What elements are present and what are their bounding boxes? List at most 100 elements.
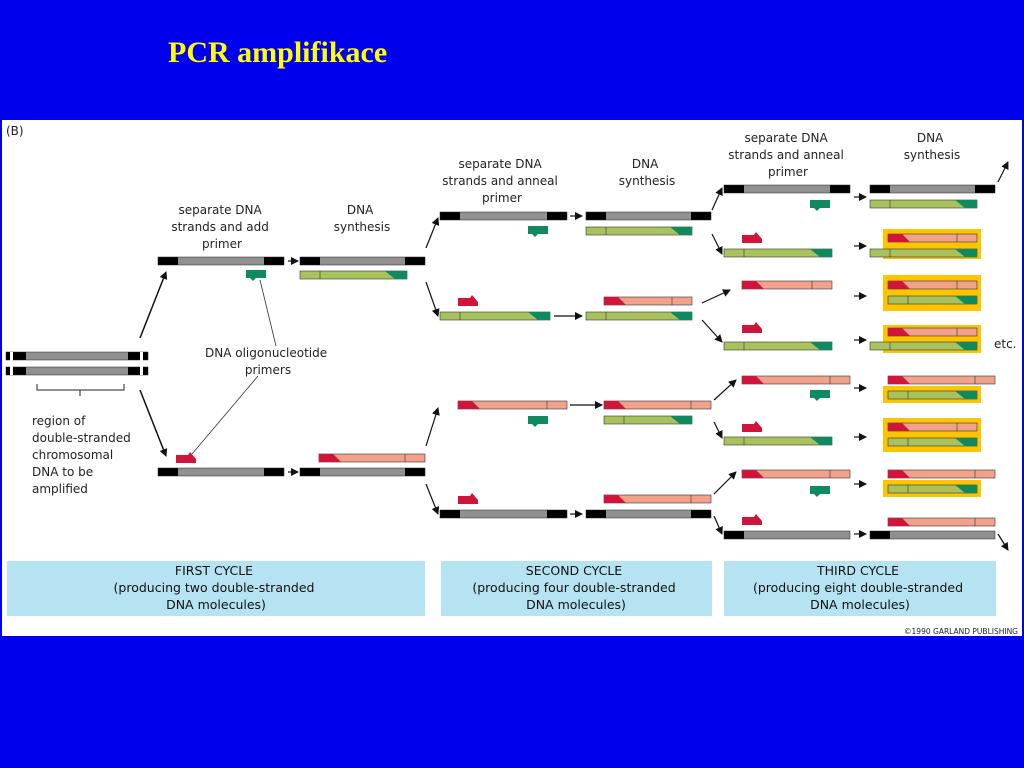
primer-segment <box>955 342 977 350</box>
strand-segment <box>158 257 284 265</box>
strand-segment <box>724 531 744 539</box>
strand-segment <box>300 468 425 476</box>
new-strand <box>723 341 833 351</box>
primer-segment <box>742 376 764 384</box>
strand-segment <box>547 212 567 220</box>
flow-arrow <box>713 471 737 495</box>
new-strand <box>869 248 978 258</box>
strand-segment <box>300 257 425 265</box>
flow-arrow <box>711 187 723 211</box>
strand-outline <box>723 530 851 540</box>
strand-outline <box>439 509 568 519</box>
new-strand <box>887 280 978 290</box>
new-strand <box>585 311 693 321</box>
template-strand <box>585 509 712 519</box>
slide-title: PCR amplifikace <box>168 36 388 69</box>
free-primer-red <box>742 322 762 333</box>
flow-arrow <box>425 483 440 515</box>
template-strand <box>439 509 568 519</box>
chromosome-break <box>140 352 143 375</box>
new-strand <box>869 199 978 209</box>
primer-segment <box>955 296 977 304</box>
flow-arrow <box>997 533 1009 551</box>
flow-arrow <box>701 289 731 304</box>
primer-segment <box>888 234 910 242</box>
primer-segment <box>955 200 977 208</box>
strand-segment <box>724 185 744 193</box>
strand-segment <box>691 510 711 518</box>
strand-segment <box>870 531 890 539</box>
primer-segment <box>604 495 626 503</box>
new-strand <box>457 400 568 410</box>
strand-segment <box>440 212 460 220</box>
new-strand <box>887 517 996 527</box>
region-label: region of double-stranded chromosomal DN… <box>32 414 135 496</box>
step-label-first-separate: separate DNA strands and add primer <box>171 203 272 251</box>
strand-outline <box>299 256 426 266</box>
primer-segment <box>955 391 977 399</box>
strand-segment <box>440 212 567 220</box>
strand-segment <box>586 212 606 220</box>
flow-arrow <box>139 271 168 339</box>
new-strand <box>723 436 833 446</box>
strand-outline <box>5 366 149 376</box>
primer-segment <box>319 454 341 462</box>
cycle-box-first: FIRST CYCLE (producing two double-strand… <box>7 561 425 616</box>
template-strand <box>5 366 149 376</box>
strand-segment <box>158 468 178 476</box>
primer-segment <box>528 312 550 320</box>
new-strand <box>887 390 978 400</box>
oligo-leader-line-down <box>191 375 259 455</box>
strand-segment <box>724 185 850 193</box>
svg-text:SECOND CYCLE (producin: SECOND CYCLE (producing four double-stra… <box>472 563 679 612</box>
strand-segment <box>870 531 995 539</box>
strand-segment <box>975 185 995 193</box>
new-strand <box>318 453 426 463</box>
panel-label: (B) <box>6 124 24 138</box>
primer-segment <box>458 401 480 409</box>
step-label-third-synthesis: DNA synthesis <box>904 131 961 162</box>
strand-segment <box>440 510 567 518</box>
new-strand <box>603 494 712 504</box>
primer-segment <box>604 297 626 305</box>
flow-arrow <box>713 515 723 535</box>
new-strand <box>887 422 978 432</box>
strand-outline <box>585 509 712 519</box>
free-primer-green <box>246 270 266 281</box>
etc-label: etc. <box>994 337 1017 351</box>
new-strand <box>887 484 978 494</box>
strand-segment <box>830 185 850 193</box>
template-strand <box>723 530 851 540</box>
strand-outline <box>439 211 568 221</box>
new-strand <box>603 415 693 425</box>
oligo-primers-label: DNA oligonucleotide primers <box>205 346 331 377</box>
pcr-diagram-figure: (B) separate DNA strands and add primer … <box>2 120 1022 636</box>
template-strand <box>869 184 996 194</box>
flow-arrow <box>139 389 168 457</box>
new-strand <box>887 233 978 243</box>
primer-segment <box>888 423 910 431</box>
strand-segment <box>547 510 567 518</box>
new-strand <box>585 226 693 236</box>
template-strand <box>299 467 426 477</box>
primer-segment <box>742 281 764 289</box>
template-strand <box>157 467 285 477</box>
primer-segment <box>670 227 692 235</box>
template-strand <box>5 351 149 361</box>
new-strand <box>299 270 408 280</box>
strand-segment <box>264 468 284 476</box>
strand-segment <box>586 212 711 220</box>
strand-outline <box>723 184 851 194</box>
strand-segment <box>440 510 460 518</box>
strand-segment <box>264 257 284 265</box>
new-strand <box>887 375 996 385</box>
pcr-diagram-canvas: (B) separate DNA strands and add primer … <box>5 124 1018 636</box>
template-strand <box>299 256 426 266</box>
primer-segment <box>810 342 832 350</box>
flow-arrow <box>425 281 440 317</box>
free-primer-green <box>528 416 548 427</box>
step-label-second-synthesis: DNA synthesis <box>619 157 676 188</box>
free-primer-green <box>810 200 830 211</box>
strand-segment <box>300 257 320 265</box>
strand-segment <box>300 468 320 476</box>
